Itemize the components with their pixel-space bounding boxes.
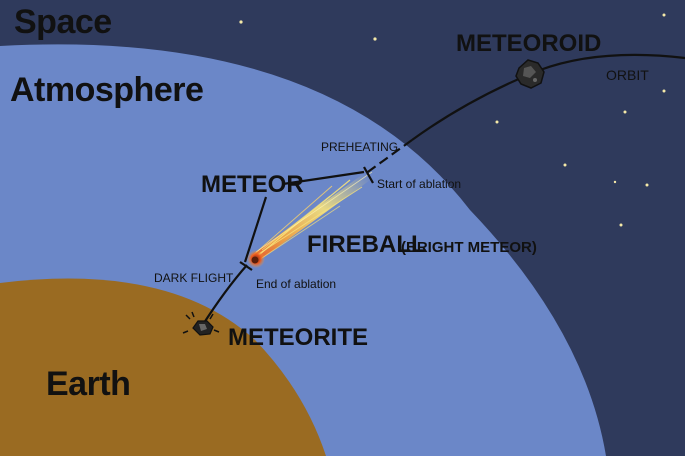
fireball-core-center: [251, 256, 259, 264]
end-of-ablation-label: End of ablation: [256, 277, 336, 291]
preheating-label: PREHEATING: [321, 140, 398, 154]
star: [619, 223, 623, 227]
start-ablation-tick: [363, 166, 374, 184]
star: [662, 89, 666, 93]
dark-flight-label: DARK FLIGHT: [154, 271, 234, 285]
earth-region: [0, 278, 326, 456]
end-ablation-tick: [239, 261, 253, 271]
meteor-label: METEOR: [201, 171, 304, 198]
star: [623, 110, 627, 114]
dark-flight-path: [201, 264, 248, 327]
orbit-label: ORBIT: [606, 67, 649, 83]
star: [662, 13, 666, 17]
meteorite-rock-icon: [182, 311, 220, 336]
fireball-label: FIREBALL: [307, 231, 426, 258]
stars: [239, 13, 666, 227]
star: [613, 180, 617, 184]
fireball-trail: [250, 171, 373, 263]
meteorite-label: METEORITE: [228, 324, 368, 351]
star: [373, 37, 377, 41]
space-label: Space: [14, 3, 112, 41]
star: [563, 163, 567, 167]
meteor-pointer-start: [282, 170, 365, 186]
star: [645, 183, 649, 187]
preheating-path: [364, 139, 413, 175]
start-of-ablation-label: Start of ablation: [377, 177, 461, 191]
bright-meteor-label: (BRIGHT METEOR): [401, 239, 537, 256]
meteoroid-label: METEOROID: [456, 30, 601, 57]
atmosphere-label: Atmosphere: [10, 71, 203, 109]
star: [495, 120, 499, 124]
star: [239, 20, 243, 24]
meteor-pointer-end: [243, 196, 268, 263]
earth-label: Earth: [46, 365, 130, 403]
meteoroid-rock-icon: [515, 59, 545, 89]
